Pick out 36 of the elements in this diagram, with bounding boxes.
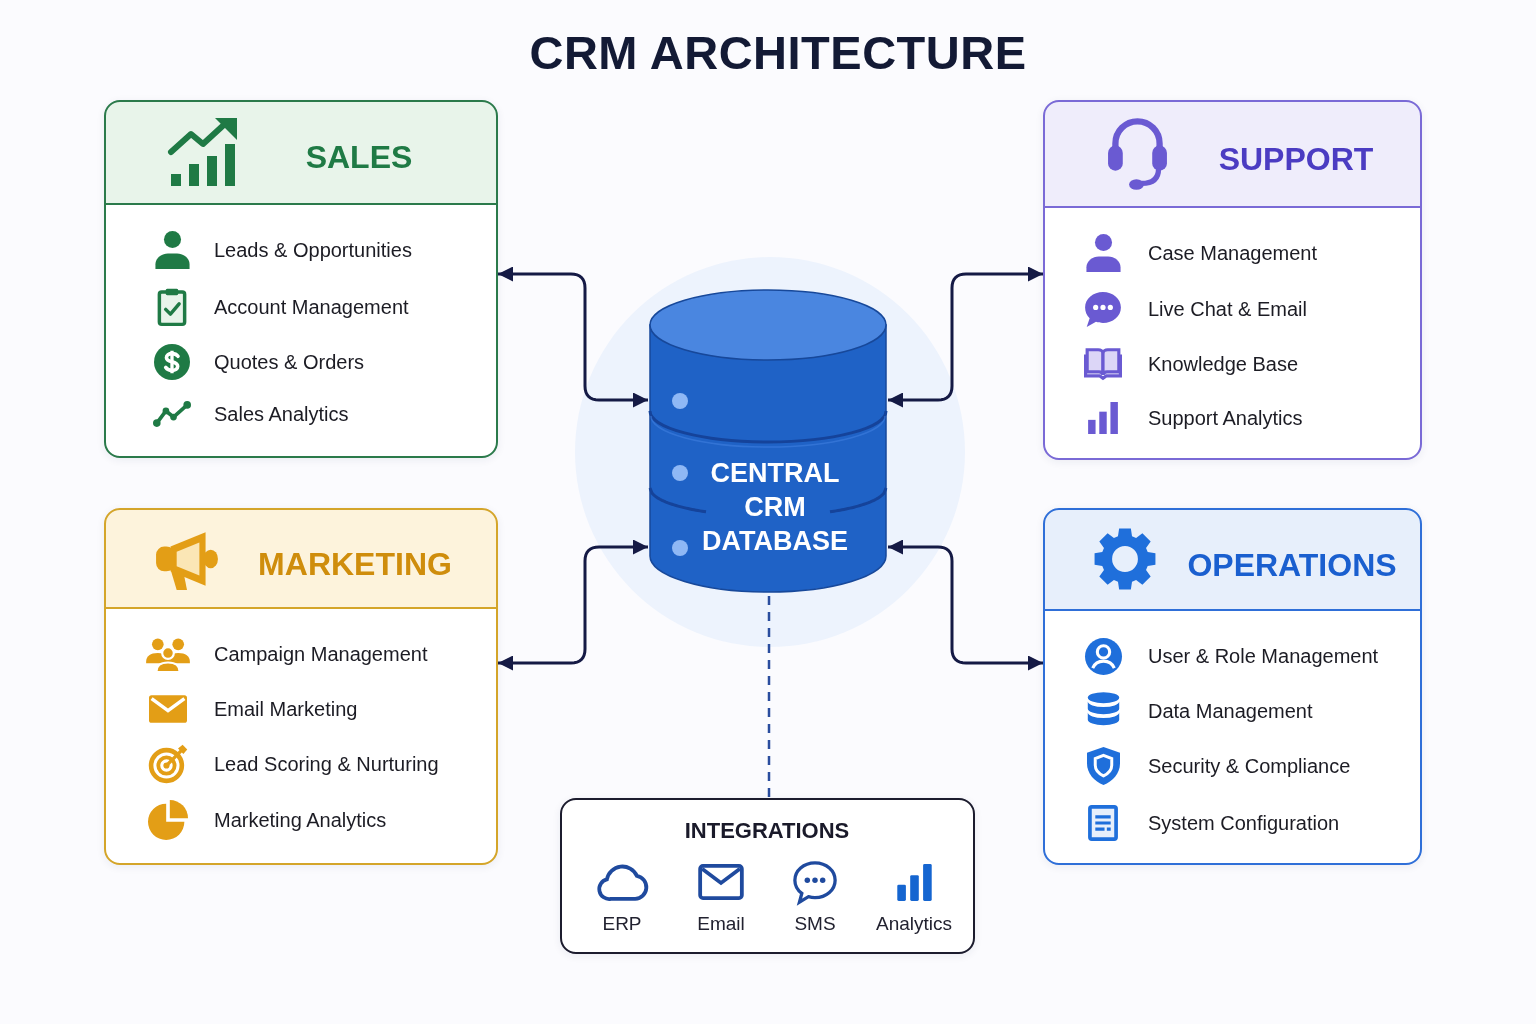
feature-label: User & Role Management: [1148, 644, 1379, 668]
integrations-panel: [560, 798, 975, 954]
panel-heading: SALES: [305, 138, 413, 176]
feature-label: Campaign Management: [214, 642, 428, 666]
double-arrow: [888, 539, 1043, 671]
diagram-title: CRM ARCHITECTURE: [529, 26, 1027, 80]
feature-label: Marketing Analytics: [214, 808, 387, 832]
module-panel: [1043, 100, 1422, 460]
panel-heading: OPERATIONS: [1187, 546, 1397, 584]
feature-label: Quotes & Orders: [214, 350, 365, 374]
feature-label: Case Management: [1148, 241, 1317, 265]
double-arrow: [498, 539, 648, 671]
module-panel: [1043, 508, 1422, 865]
feature-label: Support Analytics: [1148, 406, 1303, 430]
feature-label: Knowledge Base: [1148, 352, 1299, 376]
module-panel: [104, 100, 498, 458]
feature-label: Account Management: [214, 295, 409, 319]
integration-label: ERP: [602, 913, 642, 935]
feature-label: Data Management: [1148, 699, 1313, 723]
feature-label: Security & Compliance: [1148, 754, 1351, 778]
integration-label: SMS: [794, 913, 836, 935]
panel-heading: MARKETING: [258, 545, 452, 583]
feature-label: Lead Scoring & Nurturing: [214, 752, 439, 776]
panel-heading: SUPPORT: [1218, 140, 1374, 178]
integration-label: Analytics: [876, 913, 952, 935]
feature-label: System Configuration: [1148, 811, 1340, 835]
double-arrow: [498, 266, 648, 408]
feature-label: Sales Analytics: [214, 402, 349, 426]
integration-label: Email: [697, 913, 745, 935]
panel-heading: INTEGRATIONS: [684, 818, 850, 844]
module-panel: [104, 508, 498, 865]
feature-label: Live Chat & Email: [1148, 297, 1307, 321]
feature-label: Leads & Opportunities: [214, 238, 412, 262]
dashed-connector-line: [767, 596, 771, 798]
double-arrow: [888, 266, 1043, 408]
feature-label: Email Marketing: [214, 697, 358, 721]
